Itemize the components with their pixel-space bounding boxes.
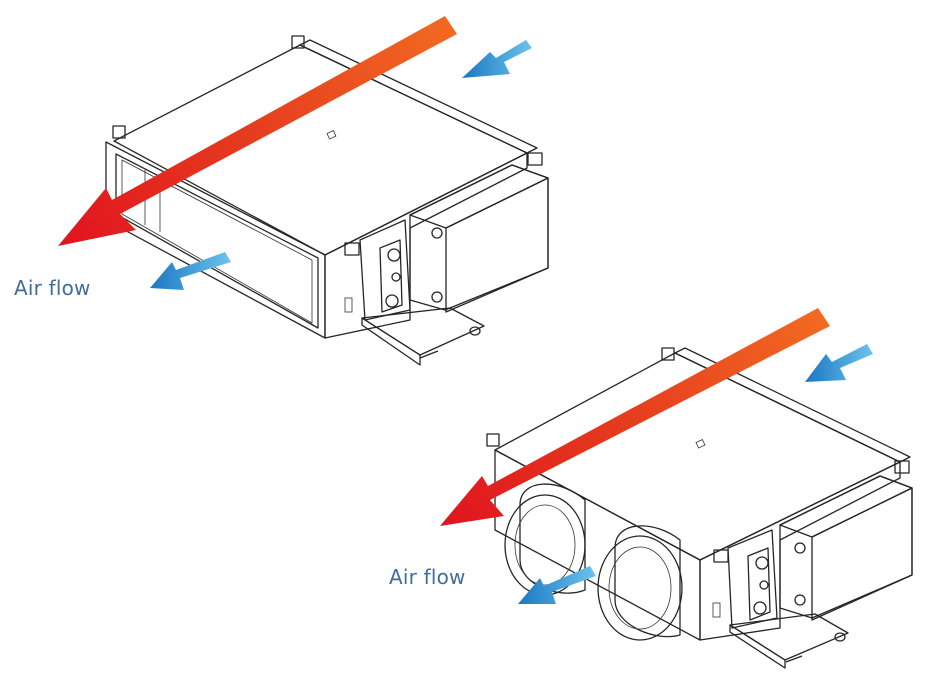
ducted-unit-rectangular: [105, 35, 549, 366]
return-air-arrow: [462, 40, 532, 78]
supply-air-arrow: [518, 566, 596, 604]
drain-tray: [361, 307, 485, 356]
hot-airflow-arrow: [440, 308, 830, 526]
electrical-box: [409, 164, 549, 311]
outlet-frame: [105, 141, 326, 339]
return-air-arrow: [805, 344, 873, 382]
hot-airflow-arrow: [58, 16, 457, 246]
circular-spigot: [597, 525, 683, 641]
housing-side: [699, 461, 901, 641]
valve-assembly: [713, 529, 778, 629]
supply-air-arrow: [150, 252, 231, 290]
airflow-label-bottom: Air flow: [389, 565, 466, 589]
airflow-label-top: Air flow: [14, 276, 91, 300]
ducted-unit-circular: [486, 347, 913, 669]
valve-assembly: [344, 219, 411, 321]
